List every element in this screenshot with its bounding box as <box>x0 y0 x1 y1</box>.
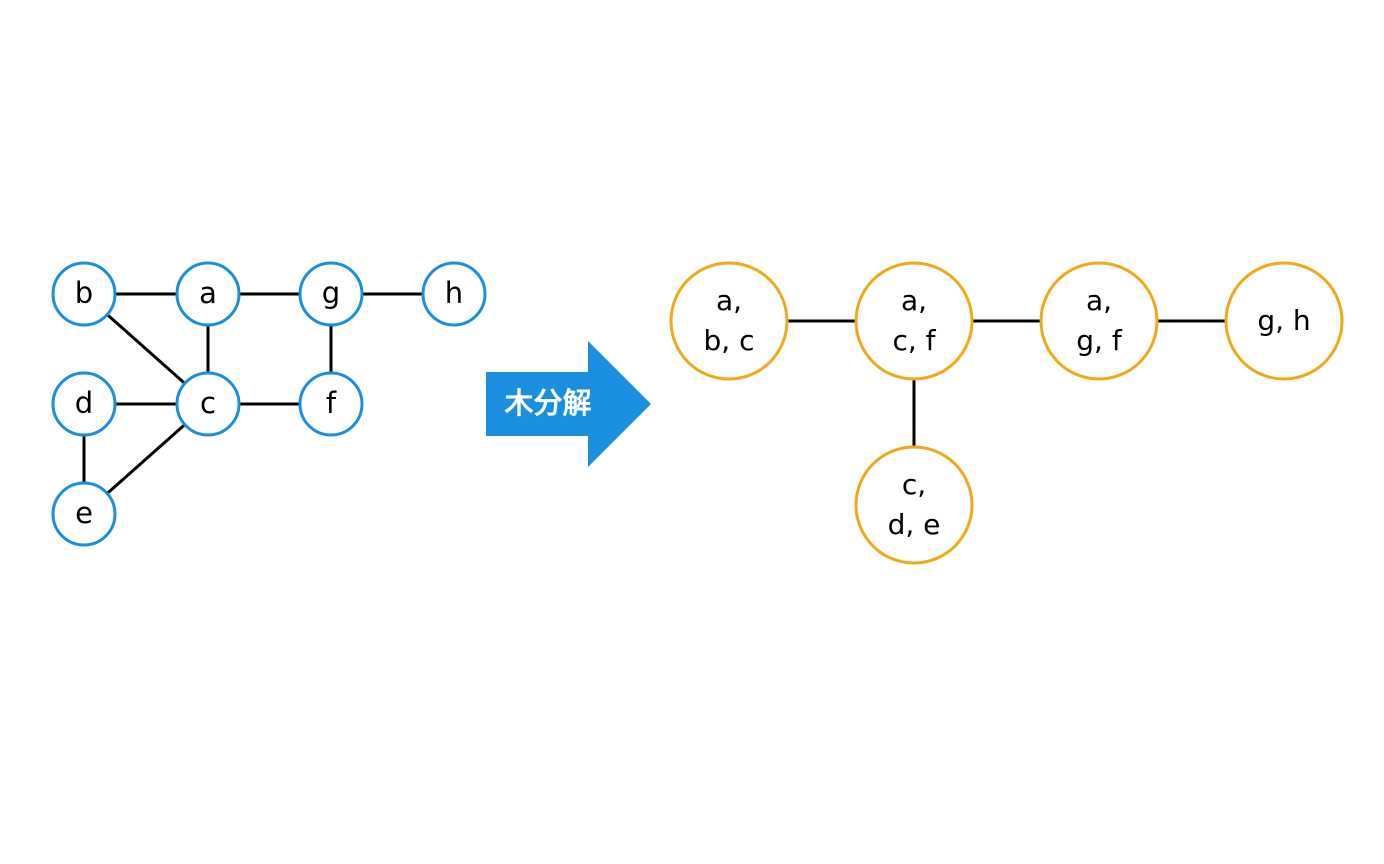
tree-bag-label: c, f <box>892 324 936 357</box>
tree-bag-circle <box>854 261 974 381</box>
arrow-shape <box>486 341 651 467</box>
tree-edges <box>729 319 1284 505</box>
graph-node-circle <box>51 261 117 327</box>
tree-bag-circle <box>854 445 974 565</box>
graph-node-label: f <box>326 386 337 420</box>
tree-bag-circle <box>1039 261 1159 381</box>
graph-node-circle <box>51 481 117 547</box>
graph-node-circle <box>421 261 487 327</box>
arrow: 木分解 <box>486 341 651 467</box>
tree-bag-label: d, e <box>888 508 941 541</box>
graph-node-circle <box>51 371 117 437</box>
tree-bag-label: g, h <box>1257 304 1310 337</box>
graph-node-label: g <box>322 276 340 310</box>
graph-node-a: a <box>175 261 241 327</box>
graph-node-label: c <box>200 386 216 420</box>
graph-node-label: b <box>75 276 93 310</box>
arrow-label: 木分解 <box>503 386 591 420</box>
graph-node-g: g <box>298 261 364 327</box>
graph-node-label: h <box>445 276 463 310</box>
tree-bag-label: g, f <box>1076 324 1123 357</box>
graph-node-label: e <box>75 496 93 530</box>
tree-bag-label: b, c <box>704 324 755 357</box>
graph-node-circle <box>175 261 241 327</box>
tree-bag-cde: c, d, e <box>854 445 974 565</box>
tree-bag-circle <box>1224 261 1344 381</box>
graph-nodes: b a g h d c f e <box>51 261 487 547</box>
graph-node-label: a <box>199 276 217 310</box>
graph-node-c: c <box>175 371 241 437</box>
graph-node-d: d <box>51 371 117 437</box>
tree-bag-gh: g, h <box>1224 261 1344 381</box>
tree-bags: a, b, c a, c, f a, g, f g, h c, d, e <box>669 261 1344 565</box>
graph-node-h: h <box>421 261 487 327</box>
tree-bag-label: a, <box>901 284 927 317</box>
graph-node-circle <box>175 371 241 437</box>
graph-node-circle <box>298 261 364 327</box>
graph-node-circle <box>298 371 364 437</box>
tree-bag-label: a, <box>716 284 742 317</box>
tree-bag-circle <box>669 261 789 381</box>
tree-bag-label: a, <box>1086 284 1112 317</box>
tree-bag-acf: a, c, f <box>854 261 974 381</box>
graph-edges <box>82 292 454 516</box>
graph-node-f: f <box>298 371 364 437</box>
graph-node-e: e <box>51 481 117 547</box>
tree-bag-label: c, <box>902 468 926 501</box>
tree-bag-agf: a, g, f <box>1039 261 1159 381</box>
graph-node-label: d <box>75 386 93 420</box>
tree-bag-abc: a, b, c <box>669 261 789 381</box>
graph-node-b: b <box>51 261 117 327</box>
